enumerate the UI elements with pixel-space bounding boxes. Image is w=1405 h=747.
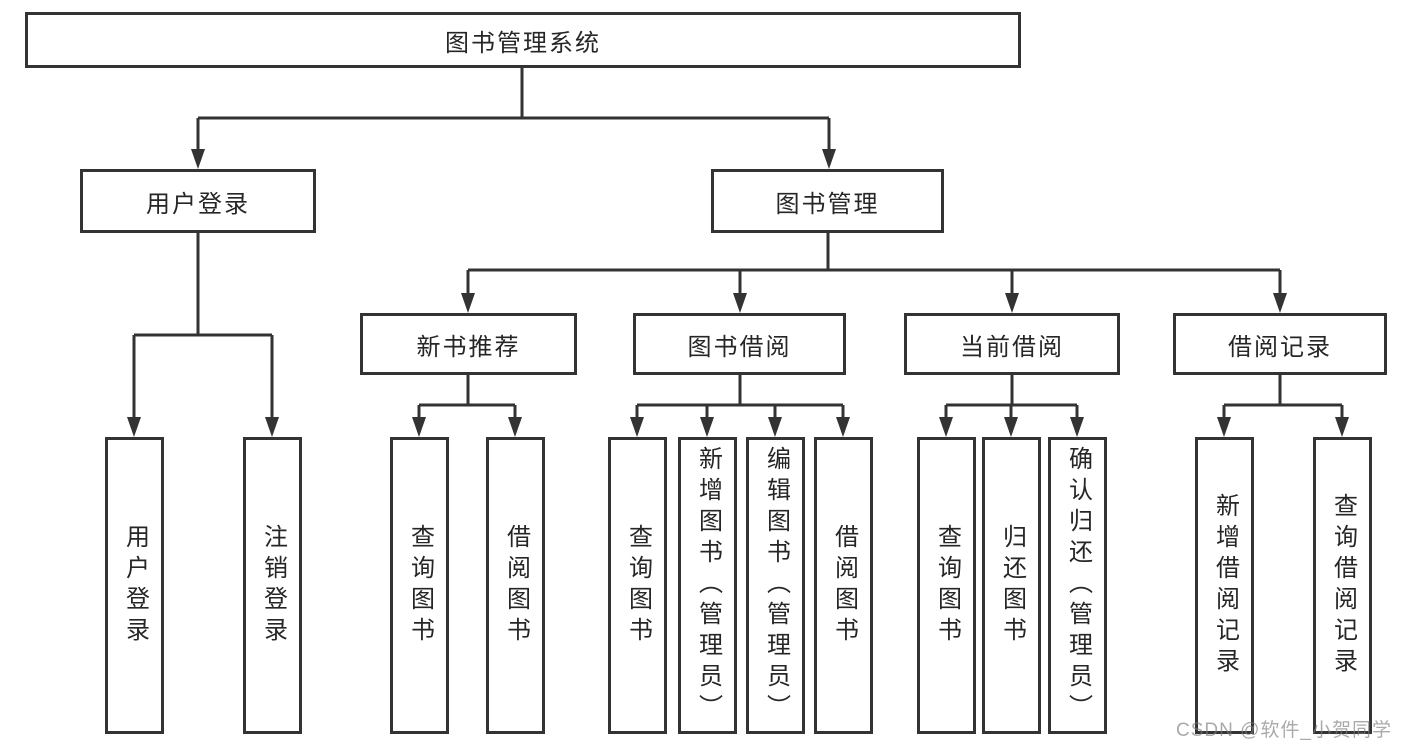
node-book-borrow: 图书借阅	[633, 313, 846, 375]
leaf-edit-book-admin: 编辑图书（管理员）	[746, 437, 805, 734]
arrow-icon	[939, 417, 953, 437]
leaf-logout: 注销登录	[243, 437, 302, 734]
arrow-icon	[1335, 417, 1349, 437]
arrow-icon	[1004, 417, 1018, 437]
node-book-borrow-label: 图书借阅	[687, 333, 792, 361]
connector-book-management-children	[466, 233, 1282, 294]
arrow-icon	[768, 417, 782, 437]
arrow-icon	[461, 293, 475, 313]
arrow-icon	[822, 149, 836, 169]
watermark: CSDN @软件_小贺同学	[1176, 720, 1392, 741]
leaf-add-book-admin: 新增图书（管理员）	[678, 437, 737, 734]
arrow-icon	[127, 417, 141, 437]
connector-borrow-records-children	[1222, 375, 1344, 418]
arrow-icon	[265, 417, 279, 437]
arrow-icon	[412, 417, 426, 437]
node-book-management-label: 图书管理	[775, 190, 880, 218]
connector-root-to-level2	[196, 68, 831, 150]
leaf-query-books-2: 查询图书	[608, 437, 667, 734]
leaf-query-books-1-label: 查询图书	[406, 523, 434, 648]
node-book-management: 图书管理	[711, 169, 944, 233]
leaf-borrow-books-2: 借阅图书	[814, 437, 873, 734]
leaf-borrow-books-1-label: 借阅图书	[502, 523, 530, 648]
node-new-book-recommend-label: 新书推荐	[416, 333, 521, 361]
node-current-borrow: 当前借阅	[904, 313, 1120, 375]
leaf-query-borrow-record: 查询借阅记录	[1313, 437, 1372, 734]
leaf-user-login: 用户登录	[105, 437, 164, 734]
connector-book-borrow-children	[635, 375, 845, 418]
leaf-add-borrow-record: 新增借阅记录	[1195, 437, 1254, 734]
arrow-icon	[1070, 417, 1084, 437]
connector-new-book-children	[417, 375, 517, 418]
leaf-query-books-2-label: 查询图书	[624, 523, 652, 648]
leaf-add-borrow-record-label: 新增借阅记录	[1211, 492, 1239, 679]
leaf-add-book-admin-label: 新增图书（管理员）	[694, 446, 722, 725]
leaf-logout-label: 注销登录	[259, 523, 287, 648]
node-borrow-records: 借阅记录	[1173, 313, 1387, 375]
arrow-icon	[836, 417, 850, 437]
leaf-confirm-return-admin-label: 确认归还（管理员）	[1064, 446, 1092, 725]
leaf-query-books-1: 查询图书	[390, 437, 449, 734]
node-current-borrow-label: 当前借阅	[960, 333, 1064, 361]
leaf-confirm-return-admin: 确认归还（管理员）	[1048, 437, 1107, 734]
leaf-return-book-label: 归还图书	[998, 523, 1026, 648]
arrow-icon	[508, 417, 522, 437]
leaf-user-login-label: 用户登录	[121, 523, 149, 648]
arrow-icon	[733, 293, 747, 313]
node-root-label: 图书管理系统	[445, 29, 601, 57]
leaf-query-borrow-record-label: 查询借阅记录	[1329, 492, 1357, 679]
leaf-borrow-books-2-label: 借阅图书	[830, 523, 858, 648]
arrow-icon	[630, 417, 644, 437]
arrow-icon	[1273, 293, 1287, 313]
arrow-icon	[1217, 417, 1231, 437]
node-new-book-recommend: 新书推荐	[360, 313, 577, 375]
node-borrow-records-label: 借阅记录	[1228, 333, 1332, 361]
leaf-edit-book-admin-label: 编辑图书（管理员）	[762, 446, 790, 725]
node-root: 图书管理系统	[25, 12, 1021, 68]
leaf-query-books-3-label: 查询图书	[933, 523, 961, 648]
arrow-icon	[1005, 293, 1019, 313]
connector-current-borrow-children	[944, 375, 1079, 418]
arrow-icon	[191, 149, 205, 169]
arrow-icon	[700, 417, 714, 437]
node-user-login: 用户登录	[80, 169, 316, 233]
node-user-login-label: 用户登录	[146, 190, 250, 218]
leaf-query-books-3: 查询图书	[917, 437, 976, 734]
connector-user-login-children	[132, 233, 274, 418]
leaf-return-book: 归还图书	[982, 437, 1041, 734]
leaf-borrow-books-1: 借阅图书	[486, 437, 545, 734]
